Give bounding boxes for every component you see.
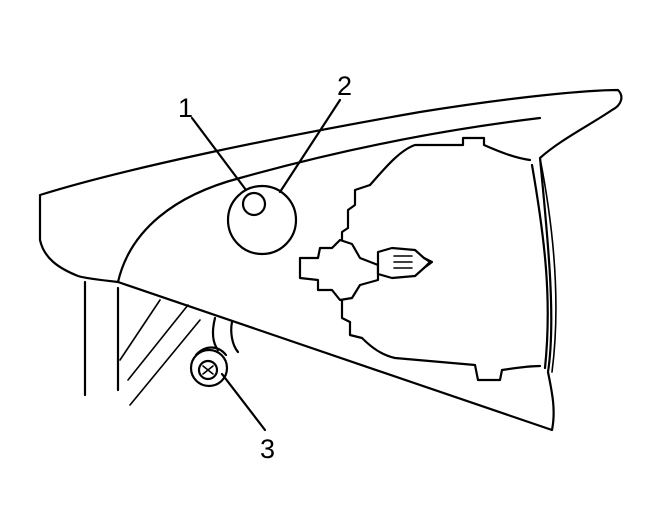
reflector-outline [340, 136, 542, 382]
callout-label-3: 3 [260, 434, 275, 464]
adjuster-access-hole [226, 184, 298, 256]
leader-line-2 [278, 98, 342, 194]
fender-panel [83, 280, 240, 406]
callout-leaders [190, 98, 342, 432]
headlamp-bulb [298, 238, 434, 302]
retaining-bolt [189, 346, 229, 388]
callout-label-2: 2 [337, 71, 352, 101]
callout-label-1: 1 [178, 93, 193, 123]
leader-line-3 [220, 372, 267, 432]
leader-line-1 [190, 116, 248, 192]
headlamp-housing [38, 88, 623, 432]
